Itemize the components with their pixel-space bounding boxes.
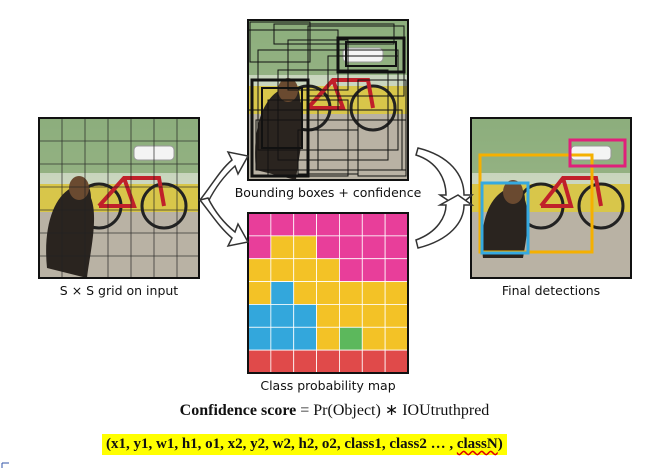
class-cell-red (339, 349, 363, 374)
class-cell-cyan (247, 326, 272, 351)
confidence-formula: Confidence score = Pr(Object) ∗ IOUtruth… (179, 402, 490, 419)
class-cell-red (270, 349, 295, 374)
class-cell-pink (270, 212, 295, 237)
caption-class-map: Class probability map (260, 378, 396, 393)
class-map-frame (247, 212, 409, 374)
class-cell-pink (361, 258, 386, 282)
bounding-boxes-photo (248, 20, 408, 180)
formula-iou-sub: pred (460, 402, 490, 419)
corner-mark-icon (1, 462, 9, 468)
caption-final-detections: Final detections (501, 283, 601, 298)
formula-iou-sup: truth (430, 402, 461, 419)
class-cell-yellow (339, 281, 363, 305)
class-cell-red (361, 349, 386, 374)
class-cell-yellow (316, 326, 340, 351)
class-cell-yellow (270, 258, 295, 282)
class-cell-pink (293, 212, 317, 237)
class-cell-pink (384, 212, 409, 237)
arrow-left-up (198, 150, 250, 203)
detection-box-car (568, 138, 627, 168)
class-cell-yellow (384, 326, 409, 351)
caption-bounding-boxes: Bounding boxes + confidence (234, 185, 422, 200)
input-photo (39, 118, 199, 278)
class-cell-pink (339, 258, 363, 282)
class-cell-cyan (270, 326, 295, 351)
class-cell-yellow (339, 304, 363, 328)
class-probability-grid (247, 212, 409, 374)
class-cell-pink (384, 258, 409, 282)
tuple-close: ) (497, 436, 503, 452)
class-cell-yellow (361, 281, 386, 305)
detection-box-dog (480, 181, 530, 255)
class-cell-yellow (316, 304, 340, 328)
class-cell-cyan (270, 281, 295, 305)
class-cell-pink (247, 235, 272, 260)
class-cell-red (293, 349, 317, 374)
class-cell-yellow (293, 281, 317, 305)
output-vector-tuple: (x1, y1, w1, h1, o1, x2, y2, w2, h2, o2,… (102, 434, 507, 455)
class-cell-pink (339, 212, 363, 237)
class-cell-pink (361, 212, 386, 237)
formula-expression: Pr(Object) ∗ IOU (313, 402, 431, 419)
class-cell-pink (384, 235, 409, 260)
class-cell-yellow (384, 304, 409, 328)
class-cell-yellow (247, 281, 272, 305)
final-panel-frame (470, 117, 632, 279)
class-cell-cyan (293, 304, 317, 328)
class-cell-yellow (316, 258, 340, 282)
class-cell-yellow (247, 258, 272, 282)
class-cell-cyan (270, 304, 295, 328)
final-detection-boxes (478, 138, 627, 255)
tuple-text: (x1, y1, w1, h1, o1, x2, y2, w2, h2, o2,… (106, 436, 457, 452)
bounding-boxes-panel-frame (247, 19, 409, 181)
class-cell-pink (361, 235, 386, 260)
class-cell-cyan (293, 326, 317, 351)
arrow-right-merge (415, 147, 475, 249)
class-cell-pink (316, 212, 340, 237)
detection-box-bicycle (478, 153, 594, 254)
caption-grid: S × S grid on input (59, 283, 179, 298)
input-panel-frame (38, 117, 200, 279)
class-cell-cyan (247, 304, 272, 328)
class-cell-yellow (361, 304, 386, 328)
class-cell-red (316, 349, 340, 374)
arrow-left-down (198, 197, 250, 248)
class-cell-red (384, 349, 409, 374)
input-grid-overlay (39, 118, 199, 278)
tuple-last-class: classN (456, 436, 498, 452)
class-cell-yellow (384, 281, 409, 305)
class-cell-pink (247, 212, 272, 237)
class-cell-yellow (293, 258, 317, 282)
class-cell-red (247, 349, 272, 374)
class-cell-green (339, 326, 363, 351)
class-cell-pink (316, 235, 340, 260)
class-cell-yellow (293, 235, 317, 260)
class-cell-yellow (361, 326, 386, 351)
formula-label: Confidence score (179, 402, 297, 419)
class-cell-yellow (270, 235, 295, 260)
class-cell-pink (339, 235, 363, 260)
class-cell-yellow (316, 281, 340, 305)
